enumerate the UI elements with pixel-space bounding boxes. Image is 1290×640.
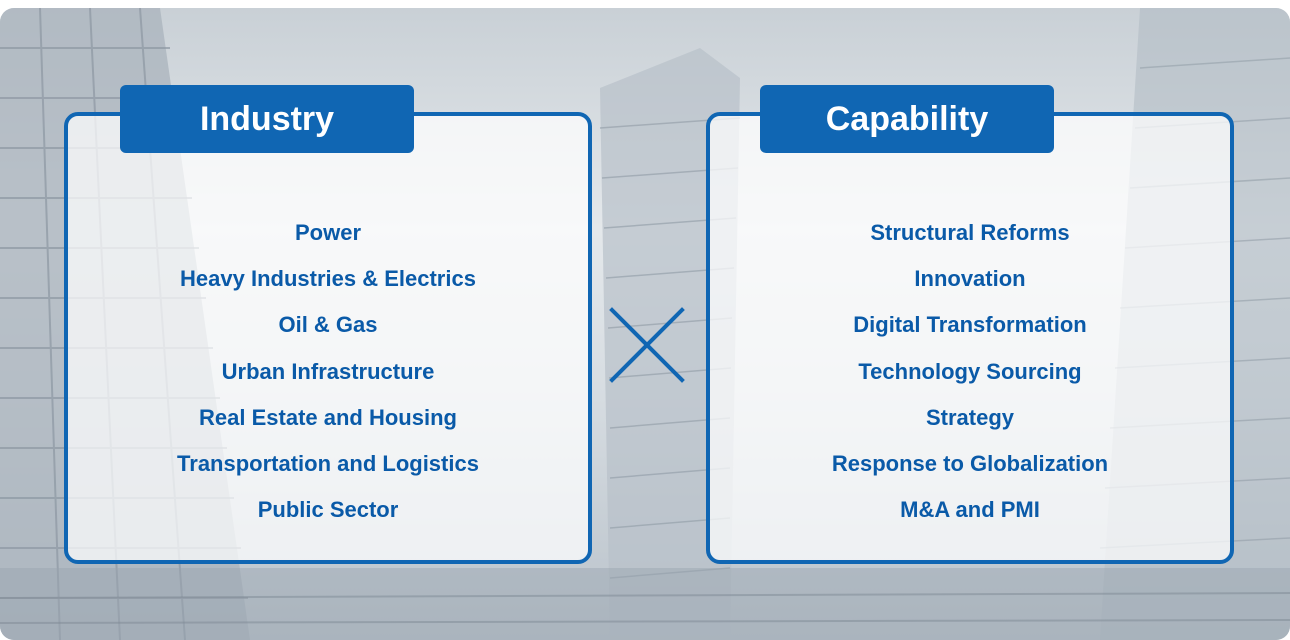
list-item: Response to Globalization — [831, 450, 1109, 476]
list-item: Technology Sourcing — [858, 358, 1082, 384]
industry-title: Industry — [120, 85, 414, 153]
list-item: Oil & Gas — [278, 312, 378, 338]
industry-panel: Power Heavy Industries & Electrics Oil &… — [64, 112, 592, 564]
list-item: Structural Reforms — [870, 220, 1070, 245]
list-item: Public Sector — [257, 497, 399, 523]
cross-icon — [609, 307, 685, 383]
list-item: Digital Transformation — [853, 312, 1087, 338]
list-item: Urban Infrastructure — [221, 358, 435, 384]
list-item: M&A and PMI — [900, 497, 1040, 523]
list-item: Transportation and Logistics — [177, 450, 479, 476]
list-item: Strategy — [925, 404, 1015, 430]
industry-list: Power Heavy Industries & Electrics Oil &… — [68, 210, 588, 533]
list-item: Heavy Industries & Electrics — [180, 266, 476, 292]
capability-title: Capability — [760, 85, 1054, 153]
capability-list: Structural Reforms Innovation Digital Tr… — [710, 210, 1230, 533]
list-item: Innovation — [914, 266, 1026, 292]
list-item: Power — [294, 220, 362, 245]
list-item: Real Estate and Housing — [199, 404, 457, 430]
capability-panel: Structural Reforms Innovation Digital Tr… — [706, 112, 1234, 564]
